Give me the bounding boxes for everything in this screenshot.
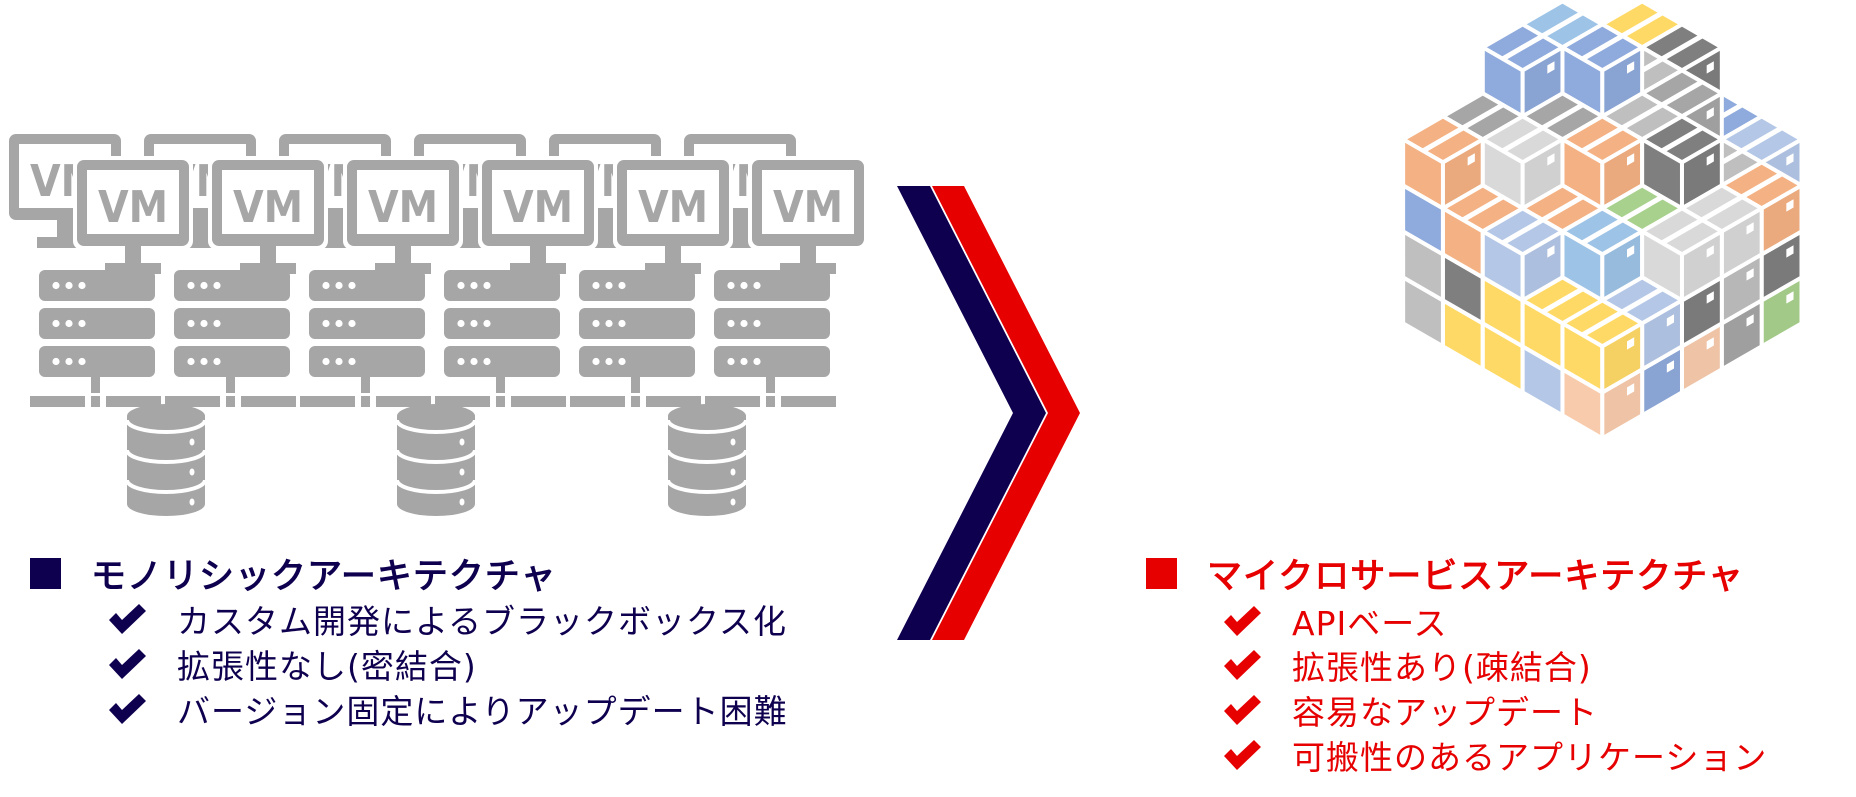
network-segment [496,396,505,407]
server-unit [309,308,425,339]
microservices-bullet-text: 容易なアップデート [1292,693,1598,732]
network-segment [511,396,566,407]
server-unit [444,308,560,339]
database-icon [125,404,207,516]
vm-label: VM [368,182,438,233]
network-segment [376,396,431,407]
monolith-bullet-text: 拡張性なし(密結合) [177,647,477,686]
vm-label: VM [233,182,303,233]
server-unit [174,346,290,377]
server-stack [174,270,290,393]
server-unit [309,270,425,301]
server-unit [444,270,560,301]
server-unit [579,346,695,377]
database-icon [395,404,477,516]
network-bus [30,396,836,407]
network-segment [646,396,701,407]
network-segment [91,396,100,407]
monolith-bullet: カスタム開発によるブラックボックス化 [107,595,787,643]
monolith-bullet-text: バージョン固定によりアップデート困難 [177,692,788,731]
microservices-bullet: 可搬性のあるアプリケーション [1222,731,1767,779]
vm-monitor-front: VM [617,160,729,274]
checkmark-icon [1224,650,1261,680]
vm-label: VM [503,182,573,233]
server-unit [444,346,560,377]
network-segment [781,396,836,407]
server-unit [39,270,155,301]
server-unit [174,270,290,301]
container-box [1560,22,1645,119]
vm-label: VM [638,182,708,233]
vm-monitor-front: VM [347,160,459,274]
checkmark-icon [109,604,146,634]
microservices-title: マイクロサービスアーキテクチャ [1146,548,1744,599]
microservices-container-cluster [1401,0,1800,441]
monolith-infrastructure-illustration: VM VM VM VM VM VM VM VM VM VM VM VM [9,134,868,516]
server-unit [174,308,290,339]
network-segment [361,396,370,407]
server-stack [39,270,155,393]
square-bullet-icon [30,558,61,589]
monolith-title: モノリシックアーキテクチャ [30,548,557,599]
checkmark-icon [109,649,146,679]
server-unit [714,308,830,339]
square-bullet-icon [1146,558,1177,589]
checkmark-icon [109,694,146,724]
server-unit [579,270,695,301]
server-unit [309,346,425,377]
network-segment [300,396,355,407]
server-unit [39,346,155,377]
container-box [1560,298,1645,395]
microservices-bullet-text: 拡張性あり(疎結合) [1292,648,1592,687]
checkmark-icon [1224,740,1261,770]
chevron-red-stripe [932,186,1080,640]
server-unit [579,308,695,339]
chevron-right-icon [897,186,1080,640]
server-unit [714,346,830,377]
checkmark-icon [1224,606,1261,636]
checkmark-icon [1224,695,1261,725]
server-unit [714,270,830,301]
microservices-bullet-text: 可搬性のあるアプリケーション [1292,738,1768,777]
network-segment [30,396,85,407]
server-stack [714,270,830,393]
server-stack [444,270,560,393]
server-stack [309,270,425,393]
network-segment [435,396,490,407]
microservices-title-text: マイクロサービスアーキテクチャ [1207,557,1744,597]
network-segment [766,396,775,407]
network-segment [570,396,625,407]
network-segment [241,396,296,407]
container-box [1480,114,1565,211]
databases [125,404,748,516]
vm-monitor-front: VM [482,160,594,274]
network-segment [226,396,235,407]
server-racks [39,270,830,393]
network-segment [106,396,161,407]
vm-front-row: VM VM VM VM VM VM [73,156,868,274]
server-unit [39,308,155,339]
monolith-title-text: モノリシックアーキテクチャ [91,557,557,597]
vm-label: VM [98,182,168,233]
vm-label: VM [773,182,843,233]
vm-monitor-front: VM [752,160,864,274]
monolith-bullet-text: カスタム開発によるブラックボックス化 [177,602,788,641]
database-icon [666,404,748,516]
network-segment [705,396,760,407]
chevron-navy-stripe [897,186,1046,640]
network-segment [165,396,220,407]
microservices-bullet: 拡張性あり(疎結合) [1222,641,1592,689]
server-stack [579,270,695,393]
microservices-bullet: APIベース [1222,597,1448,645]
monolith-bullet: バージョン固定によりアップデート困難 [107,685,788,733]
vm-monitor-front: VM [212,160,324,274]
microservices-bullet: 容易なアップデート [1222,686,1598,734]
vm-monitor-front: VM [77,160,189,274]
monolith-bullet: 拡張性なし(密結合) [107,640,477,688]
microservices-bullet-text: APIベース [1292,604,1448,643]
network-segment [631,396,640,407]
